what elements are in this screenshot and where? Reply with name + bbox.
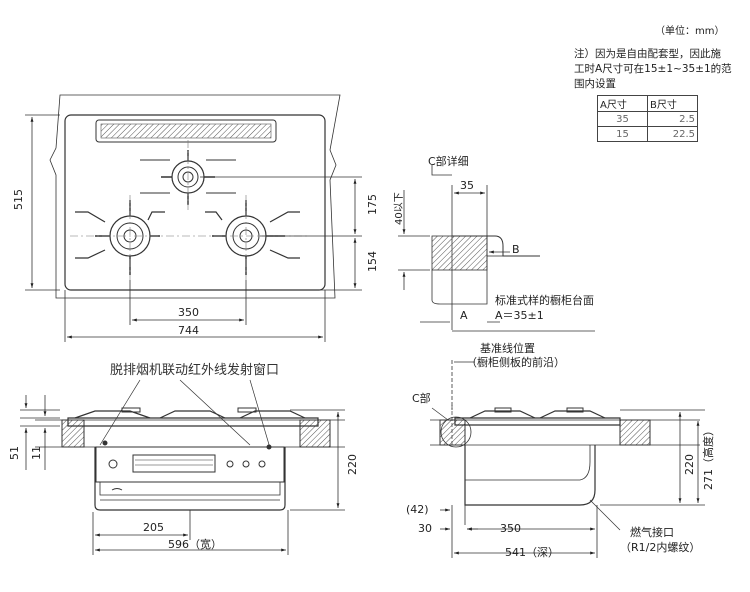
dim-744: 744 (178, 324, 199, 337)
table-cell: 15 (597, 126, 648, 142)
dim-42: (42) (406, 503, 429, 516)
counter-label: 标准式样的橱柜台面 (495, 293, 594, 307)
label-b: B (512, 243, 520, 256)
baseline-label: 基准线位置 (480, 341, 535, 355)
gas-sub: （R1/2内螺纹） (620, 540, 700, 554)
dim-271: 271（高度） (701, 425, 715, 490)
left-burner (75, 200, 165, 275)
side-view (430, 405, 700, 531)
dim-596: 596（宽） (168, 537, 222, 551)
label-a: A (460, 309, 468, 322)
c-label: C部 (412, 391, 431, 405)
dim-154: 154 (366, 251, 379, 272)
dim-515: 515 (12, 189, 25, 210)
dimension-table: A尺寸 B尺寸 35 2.5 15 22.5 (597, 95, 698, 142)
dim-541: 541（深） (505, 546, 559, 559)
dim-175: 175 (366, 194, 379, 215)
right-burner (205, 200, 300, 275)
baseline-sub: （橱柜侧板的前沿） (466, 355, 565, 369)
dim-30: 30 (418, 522, 432, 535)
display-window (132, 454, 216, 473)
window-label: 脱排烟机联动红外线发射窗口 (110, 363, 280, 378)
table-row: 15 22.5 (597, 126, 698, 142)
dim-51: 51 (8, 446, 21, 460)
dim-350-top: 350 (178, 306, 199, 319)
cooktop-outline (64, 114, 326, 291)
dim-205: 205 (143, 521, 164, 534)
installation-note: 注）因为是自由配套型，因此施 工时A尺寸可在15±1~35±1的范 围内设置 (574, 47, 746, 92)
counter-hatch (431, 235, 488, 271)
unit-label: （单位：mm） (655, 26, 725, 37)
dim-220-front: 220 (346, 454, 359, 475)
dim-350-side: 350 (500, 522, 521, 535)
vent-grille (95, 119, 277, 143)
dim-220-side: 220 (683, 454, 696, 475)
c-circle (440, 416, 472, 448)
counter-value: A＝35±1 (495, 309, 544, 322)
detail-c (398, 165, 595, 410)
gas-label: 燃气接口 (630, 525, 674, 539)
top-view (49, 94, 341, 299)
note-line-3: 围内设置 (574, 78, 616, 90)
detail-title: C部详细 (428, 154, 469, 168)
note-line-1: 注）因为是自由配套型，因此施 (574, 48, 721, 60)
dim-35: 35 (460, 179, 474, 192)
table-cell: 22.5 (647, 126, 698, 142)
front-view (35, 379, 345, 511)
dim-11: 11 (30, 446, 43, 460)
note-line-2: 工时A尺寸可在15±1~35±1的范 (574, 63, 732, 75)
dim-40: 40以下 (394, 192, 405, 225)
